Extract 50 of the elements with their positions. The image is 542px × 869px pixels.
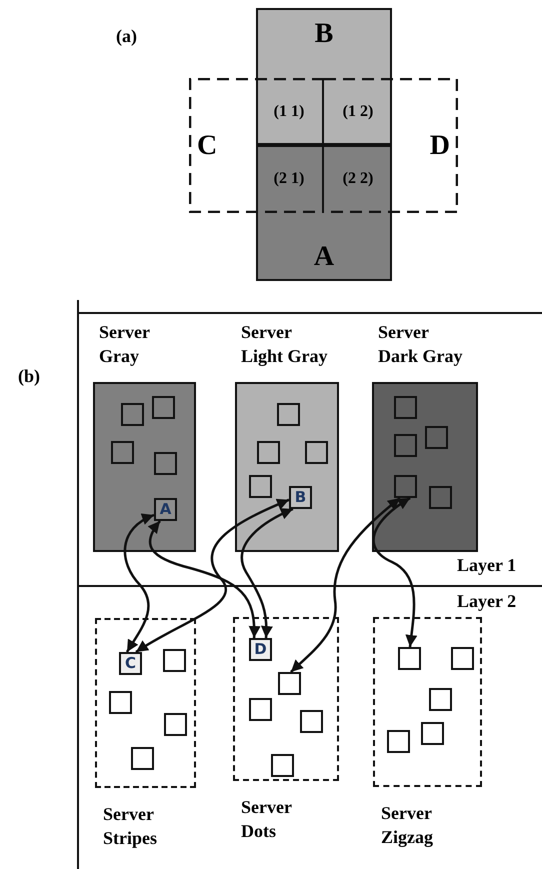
- empty-square: [111, 441, 134, 464]
- empty-square: [300, 710, 323, 733]
- empty-square: [387, 730, 410, 753]
- empty-square: [249, 475, 272, 498]
- labeled-square: A: [154, 498, 177, 521]
- double-arrow: [124, 514, 154, 653]
- empty-square: [305, 441, 328, 464]
- double-arrow: [240, 508, 294, 638]
- empty-square: [394, 396, 417, 419]
- layer-label: Layer 1: [457, 555, 516, 576]
- panel-label: (b): [18, 366, 40, 387]
- empty-square: [394, 475, 417, 498]
- server-label: Server Stripes: [103, 803, 158, 850]
- empty-square: [451, 647, 474, 670]
- empty-square: [249, 698, 272, 721]
- double-arrow: [290, 497, 401, 673]
- empty-square: [394, 434, 417, 457]
- empty-square: [278, 672, 301, 695]
- layer-label: Layer 2: [457, 591, 516, 612]
- server-label: Server Light Gray: [241, 321, 329, 368]
- empty-square: [109, 691, 132, 714]
- server-label: Server Dots: [241, 796, 293, 843]
- empty-square: [398, 647, 421, 670]
- empty-square: [425, 426, 448, 449]
- empty-square: [271, 754, 294, 777]
- double-arrow: [135, 498, 290, 654]
- labeled-square: C: [119, 652, 142, 675]
- empty-square: [429, 486, 452, 509]
- server-label: Server Zigzag: [381, 802, 434, 849]
- grid-cell: (2 1): [256, 145, 324, 213]
- empty-square: [152, 396, 175, 419]
- grid-cell: (2 2): [324, 145, 392, 213]
- empty-square: [257, 441, 280, 464]
- empty-square: [164, 713, 187, 736]
- empty-square: [131, 747, 154, 770]
- empty-square: [277, 403, 300, 426]
- server-label: Server Gray: [99, 321, 151, 368]
- labeled-square: D: [249, 638, 272, 661]
- grid-cell: (1 1): [256, 78, 324, 145]
- empty-square: [163, 649, 186, 672]
- double-arrow: [372, 496, 418, 648]
- empty-square: [121, 403, 144, 426]
- grid-cell: (1 2): [324, 78, 392, 145]
- empty-square: [154, 452, 177, 475]
- server-label: Server Dark Gray: [378, 321, 464, 368]
- empty-square: [429, 688, 452, 711]
- panel-label: (a): [116, 26, 137, 47]
- labeled-square: B: [289, 486, 312, 509]
- empty-square: [421, 722, 444, 745]
- double-arrow: [148, 520, 260, 638]
